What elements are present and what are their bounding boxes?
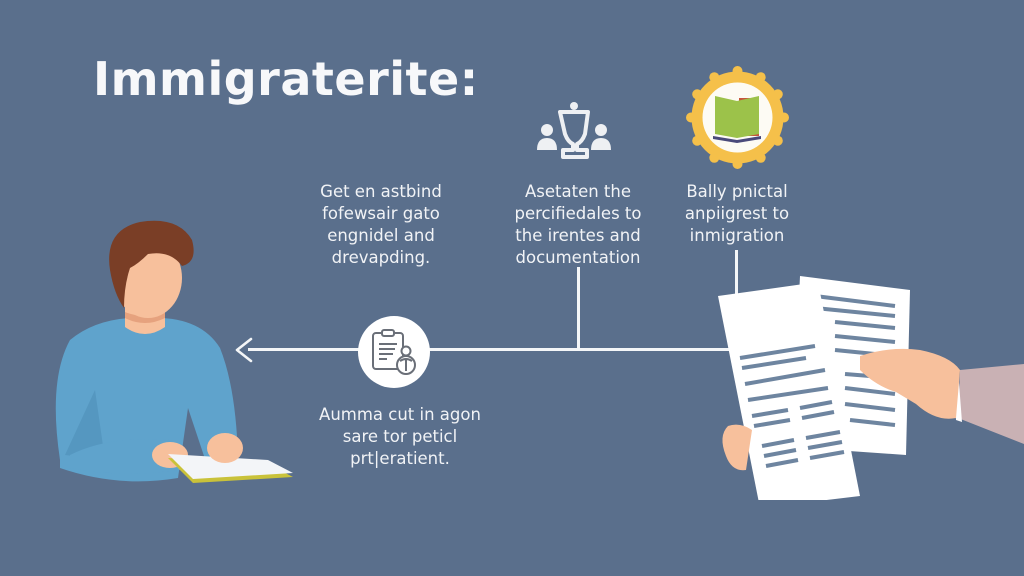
documents-in-hand-illustration [718,276,1024,500]
caption-step-top-right: Bally pnictal anpiigrest to inmigration [684,182,790,245]
timeline-connector-middle [577,267,580,350]
caption-step-top-middle: Asetaten the percifiedales to the irente… [514,182,642,267]
timeline-horizontal-line [248,348,738,351]
page-title: Immigraterite: [93,52,479,106]
person-reading-illustration [55,220,293,483]
caption-step-top-left: Get en astbind fofewsair gato engnidel a… [320,182,442,267]
caption-step-bottom: Aumma cut in agon sare tor peticl prt|er… [319,405,481,468]
arrow-left-icon [235,337,253,363]
clipboard-person-icon [372,329,416,375]
timeline-step-node [358,316,430,388]
trophy-with-people-icon [537,102,611,159]
book-badge-icon [686,66,789,169]
